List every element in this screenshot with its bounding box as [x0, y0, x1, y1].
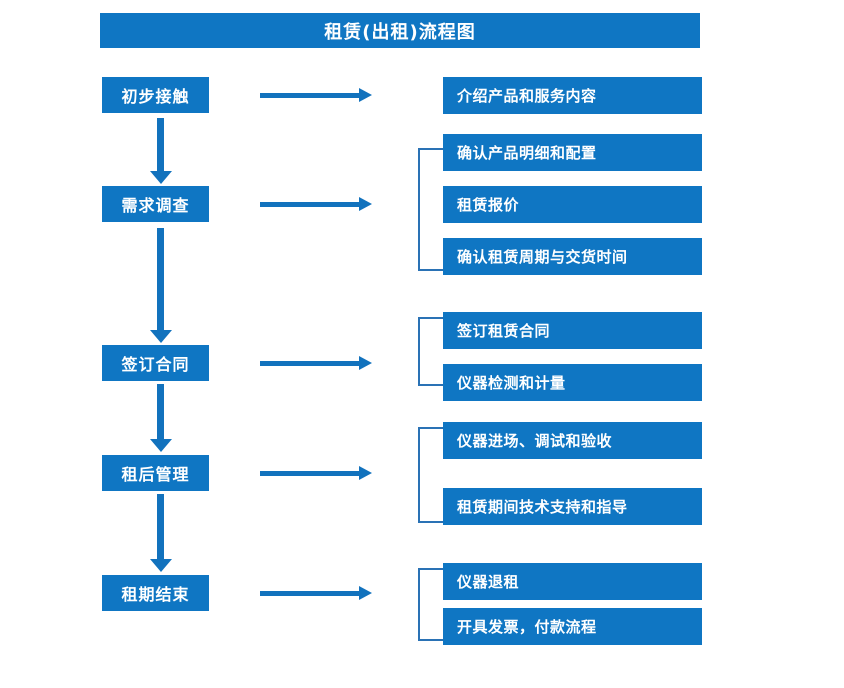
- group-bracket-4: [418, 427, 443, 523]
- group-bracket-2: [418, 148, 443, 271]
- detail-box-8[interactable]: 租赁期间技术支持和指导: [443, 488, 702, 525]
- stage-box-3[interactable]: 签订合同: [102, 345, 209, 381]
- stage-box-2[interactable]: 需求调查: [102, 186, 209, 222]
- flow-arrow-right-5: [260, 586, 372, 600]
- flow-arrow-right-3: [260, 356, 372, 370]
- flow-arrow-down-4: [150, 494, 172, 572]
- flow-arrow-right-4: [260, 466, 372, 480]
- flow-arrow-down-1: [150, 118, 172, 184]
- detail-box-5[interactable]: 签订租赁合同: [443, 312, 702, 349]
- stage-box-1[interactable]: 初步接触: [102, 77, 209, 113]
- diagram-title: 租赁(出租)流程图: [100, 13, 700, 48]
- detail-box-10[interactable]: 开具发票，付款流程: [443, 608, 702, 645]
- detail-box-4[interactable]: 确认租赁周期与交货时间: [443, 238, 702, 275]
- group-bracket-5: [418, 568, 443, 641]
- flow-arrow-down-2: [150, 228, 172, 343]
- flow-arrow-right-2: [260, 197, 372, 211]
- group-bracket-3: [418, 317, 443, 386]
- stage-box-5[interactable]: 租期结束: [102, 575, 209, 611]
- detail-box-3[interactable]: 租赁报价: [443, 186, 702, 223]
- detail-box-2[interactable]: 确认产品明细和配置: [443, 134, 702, 171]
- flow-arrow-right-1: [260, 88, 372, 102]
- flow-arrow-down-3: [150, 384, 172, 452]
- detail-box-6[interactable]: 仪器检测和计量: [443, 364, 702, 401]
- stage-box-4[interactable]: 租后管理: [102, 455, 209, 491]
- detail-box-7[interactable]: 仪器进场、调试和验收: [443, 422, 702, 459]
- detail-box-1[interactable]: 介绍产品和服务内容: [443, 77, 702, 114]
- detail-box-9[interactable]: 仪器退租: [443, 563, 702, 600]
